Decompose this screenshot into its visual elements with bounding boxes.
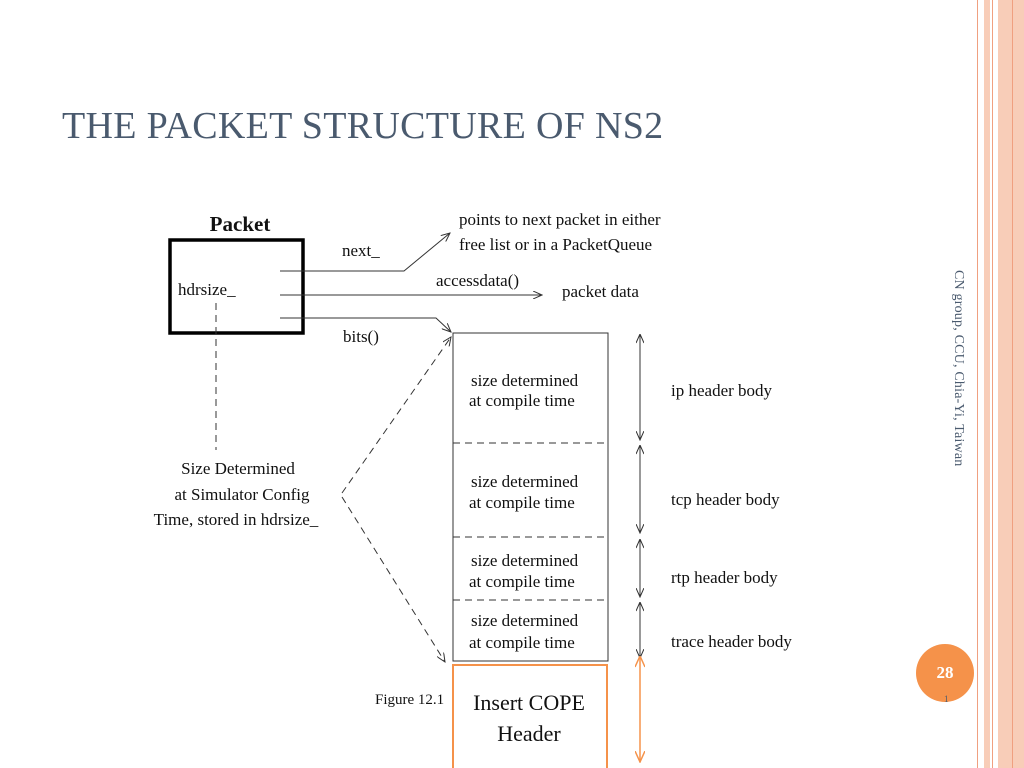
trace-cell-line-2: at compile time	[469, 633, 575, 652]
accessdata-label: accessdata()	[436, 271, 519, 290]
rtp-cell-line-2: at compile time	[469, 572, 575, 591]
packet-label: Packet	[210, 212, 271, 236]
rtp-cell-line-1: size determined	[471, 551, 579, 570]
cope-header-box	[452, 664, 608, 768]
packet-box	[168, 238, 305, 335]
config-dashed-arrow-up	[341, 337, 451, 494]
tcp-cell-line-2: at compile time	[469, 493, 575, 512]
page-number-badge: 28	[916, 644, 974, 702]
trace-cell-line-1: size determined	[471, 611, 579, 630]
bits-arrow	[303, 317, 451, 332]
side-footer-text: CN group, CCU, Chia-Yi, Taiwan	[951, 270, 966, 467]
rtp-header-label: rtp header body	[671, 568, 778, 587]
header-stack-box	[452, 332, 609, 662]
next-note-line-1: points to next packet in either	[459, 210, 661, 229]
packet-data-label: packet data	[562, 282, 639, 301]
size-config-line-3: Time, stored in hdrsize_	[154, 510, 319, 529]
edge-stripe-1	[984, 0, 990, 768]
slide-title: THE PACKET STRUCTURE OF NS2	[62, 105, 664, 147]
edge-line-2	[992, 0, 993, 768]
trace-header-label: trace header body	[671, 632, 792, 651]
cope-line-1: Insert COPE	[473, 690, 585, 715]
edge-line-3	[1012, 0, 1013, 768]
hdrsize-label: hdrsize_	[178, 280, 236, 299]
next-arrow	[303, 233, 450, 272]
size-config-line-1: Size Determined	[181, 459, 295, 478]
page-sub-number: 1	[944, 694, 949, 704]
tcp-cell-line-1: size determined	[471, 472, 579, 491]
ip-cell-line-2: at compile time	[469, 391, 575, 410]
edge-stripe-2	[998, 0, 1024, 768]
cope-line-2: Header	[497, 721, 561, 746]
figure-caption: Figure 12.1	[375, 692, 444, 708]
edge-line-1	[977, 0, 978, 768]
next-note-line-2: free list or in a PacketQueue	[459, 235, 652, 254]
config-dashed-arrow-down	[341, 496, 445, 662]
ip-cell-line-1: size determined	[471, 371, 579, 390]
ip-header-label: ip header body	[671, 381, 773, 400]
bits-label: bits()	[343, 327, 379, 346]
next-label: next_	[342, 241, 380, 260]
tcp-header-label: tcp header body	[671, 490, 780, 509]
size-config-line-2: at Simulator Config	[174, 485, 310, 504]
